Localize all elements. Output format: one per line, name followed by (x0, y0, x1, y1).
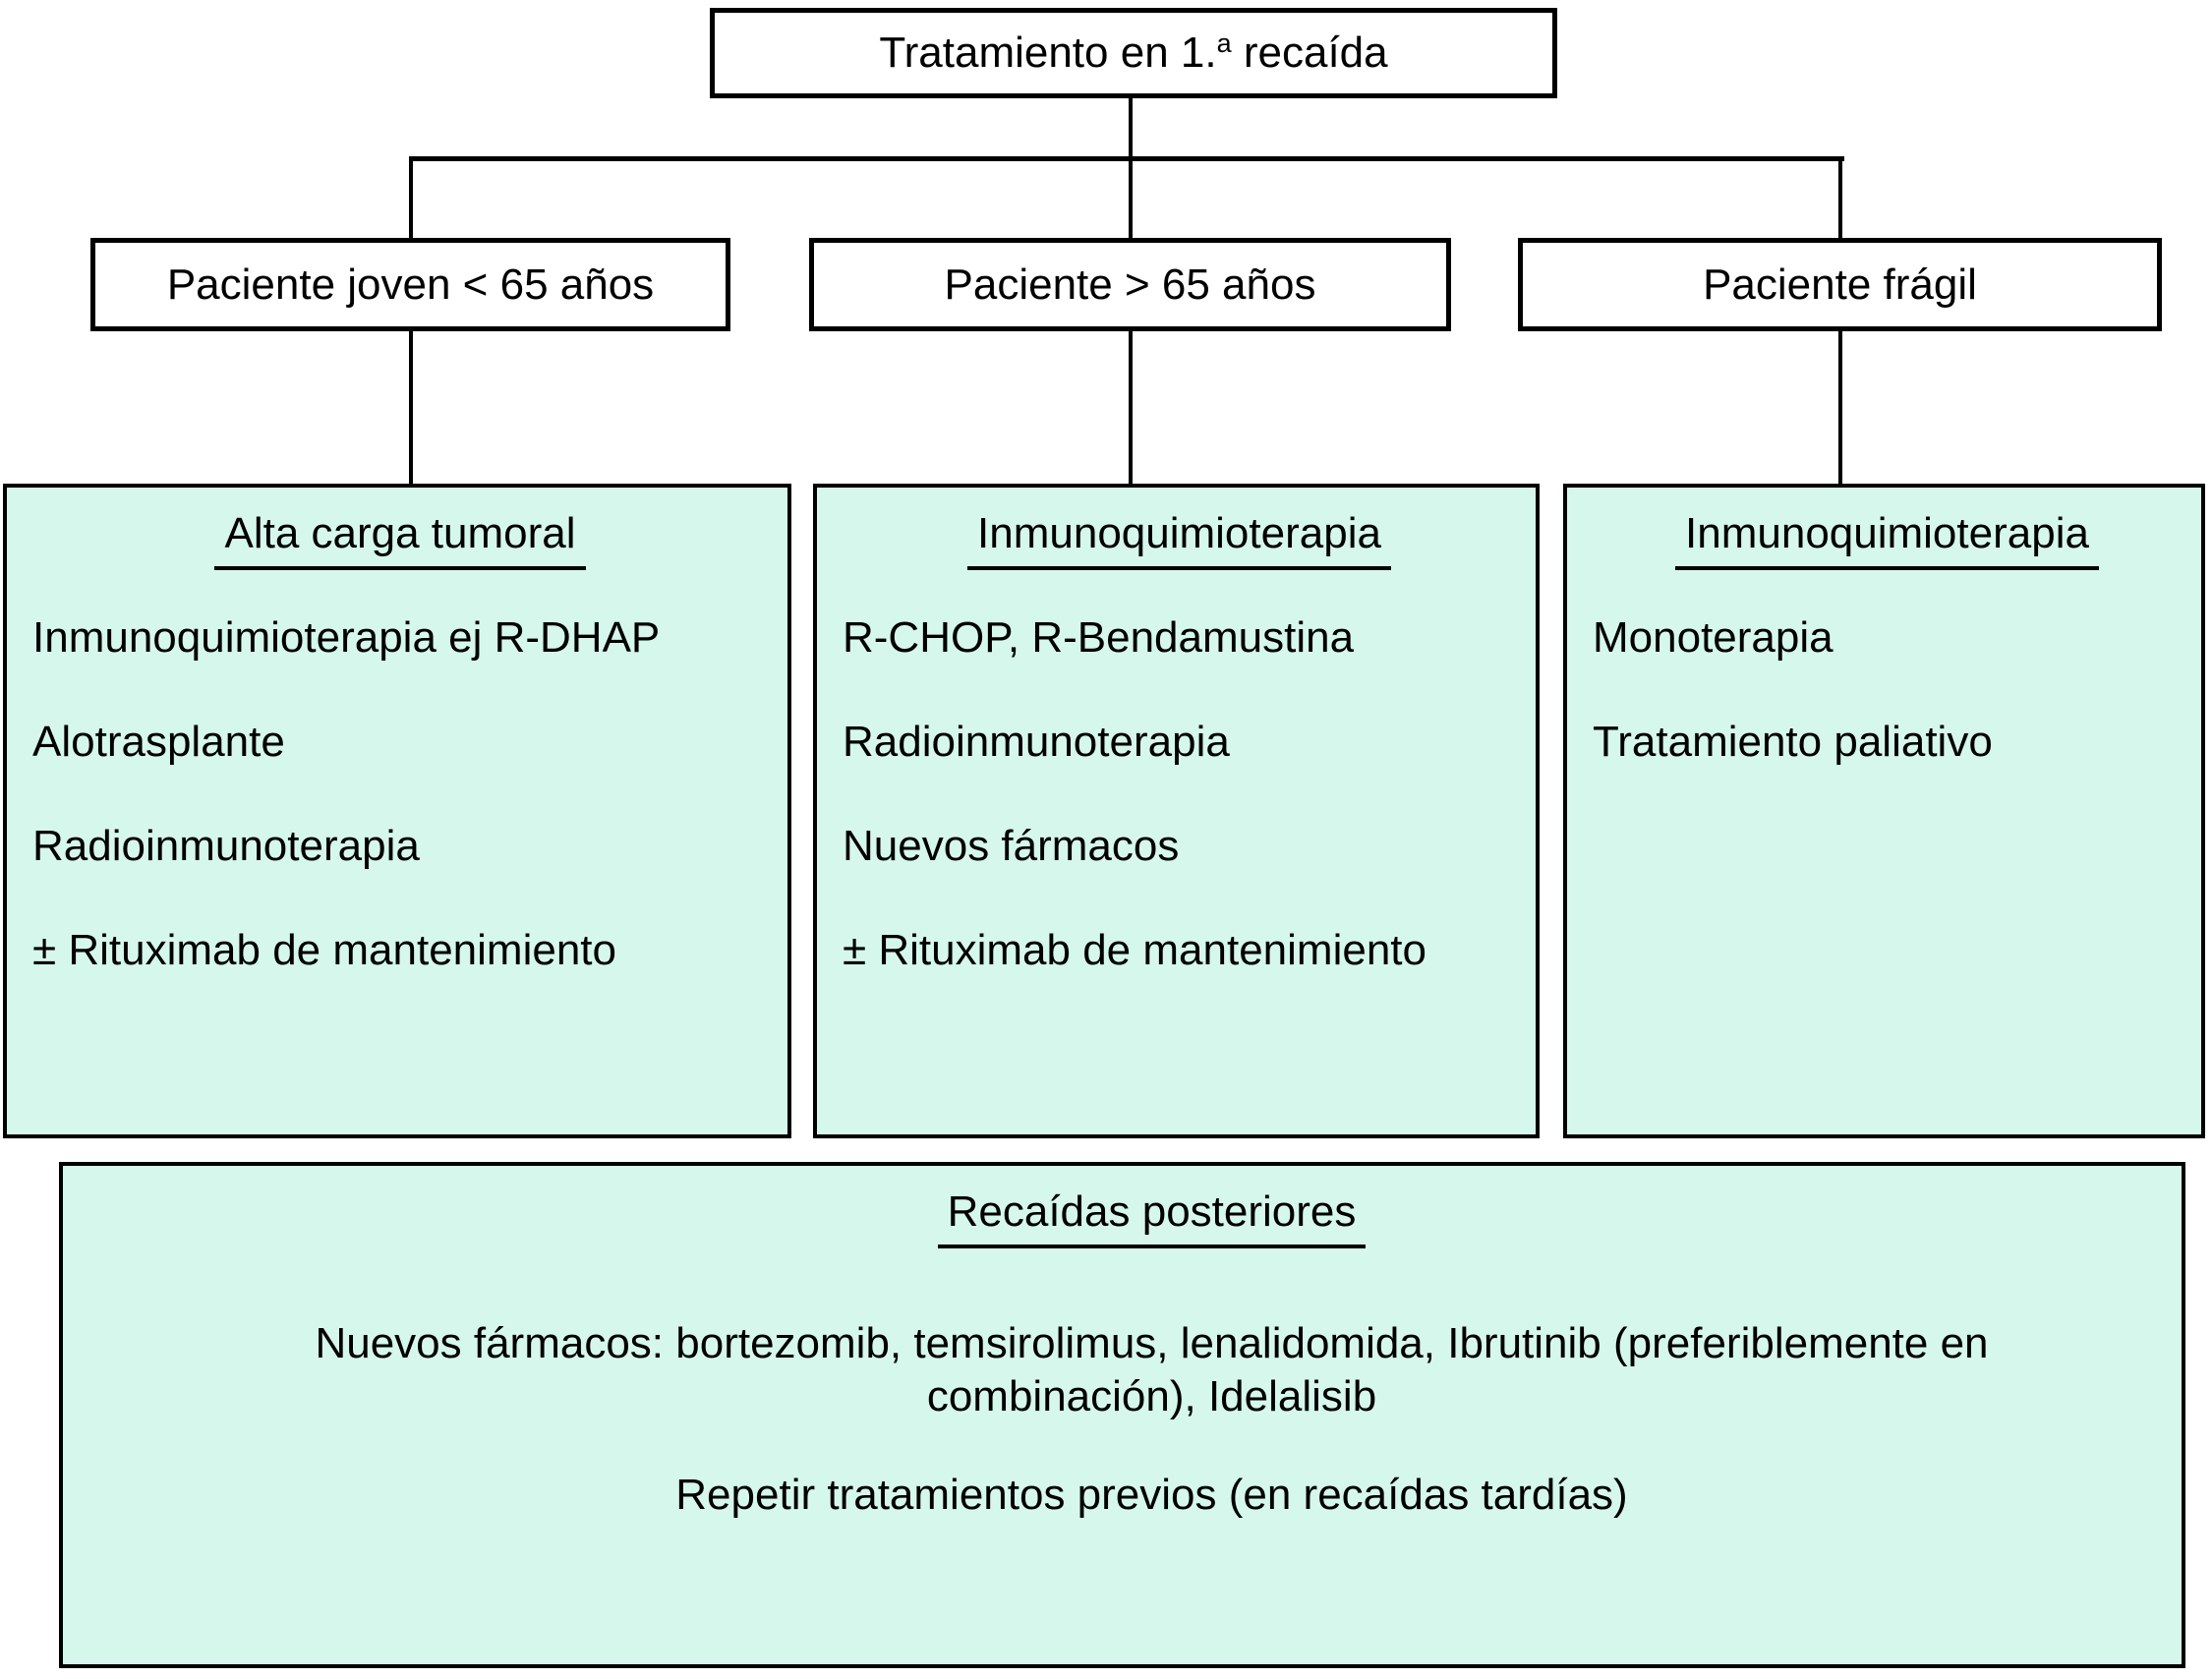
connector-rail (409, 156, 1844, 161)
footer-heading: Recaídas posteriores (132, 1187, 2172, 1248)
connector-drop-panel-3 (1838, 327, 1842, 487)
panel-item: Nuevos fármacos (843, 822, 1180, 870)
connector-drop-branch-3 (1838, 156, 1842, 242)
connector-drop-panel-2 (1129, 327, 1133, 487)
panel-immunochemotherapy-frail: Inmunoquimioterapia Monoterapia Tratamie… (1563, 484, 2205, 1138)
panel-high-tumor-burden: Alta carga tumoral Inmunoquimioterapia e… (3, 484, 791, 1138)
connector-root-stem (1129, 98, 1133, 158)
connector-drop-branch-2 (1129, 156, 1133, 242)
ordinal-superscript: a (1216, 29, 1232, 58)
connector-drop-branch-1 (409, 156, 413, 242)
panel-item: Tratamiento paliativo (1593, 718, 1993, 766)
panel-immunochemotherapy-older: Inmunoquimioterapia R-CHOP, R-Bendamusti… (813, 484, 1540, 1138)
connector-drop-panel-1 (409, 327, 413, 487)
panel-later-relapses: Recaídas posteriores Nuevos fármacos: bo… (59, 1162, 2185, 1668)
footer-paragraph-repeat-treatments: Repetir tratamientos previos (en recaída… (675, 1471, 1628, 1519)
panel-item: ± Rituximab de mantenimiento (32, 926, 616, 974)
panel-heading: Alta carga tumoral (32, 509, 768, 570)
root-label: Tratamiento en 1.a recaída (879, 29, 1388, 77)
panel-item: Alotrasplante (32, 718, 285, 766)
panel-item: Monoterapia (1593, 613, 1834, 662)
panel-item: Radioinmunoterapia (32, 822, 420, 870)
node-branch-frail-patient: Paciente frágil (1518, 238, 2162, 331)
node-root: Tratamiento en 1.a recaída (710, 8, 1557, 98)
panel-heading: Inmunoquimioterapia (1593, 509, 2182, 570)
node-branch-older-patient: Paciente > 65 años (809, 238, 1451, 331)
footer-paragraph-new-drugs: Nuevos fármacos: bortezomib, temsirolimu… (315, 1319, 1989, 1420)
panel-item: Radioinmunoterapia (843, 718, 1230, 766)
branch-label: Paciente frágil (1703, 260, 1977, 309)
panel-heading: Inmunoquimioterapia (843, 509, 1516, 570)
branch-label: Paciente joven < 65 años (166, 260, 655, 309)
panel-item: R-CHOP, R-Bendamustina (843, 613, 1355, 662)
panel-item: Inmunoquimioterapia ej R-DHAP (32, 613, 661, 662)
node-branch-young-patient: Paciente joven < 65 años (90, 238, 730, 331)
branch-label: Paciente > 65 años (944, 260, 1316, 309)
panel-item: ± Rituximab de mantenimiento (843, 926, 1426, 974)
